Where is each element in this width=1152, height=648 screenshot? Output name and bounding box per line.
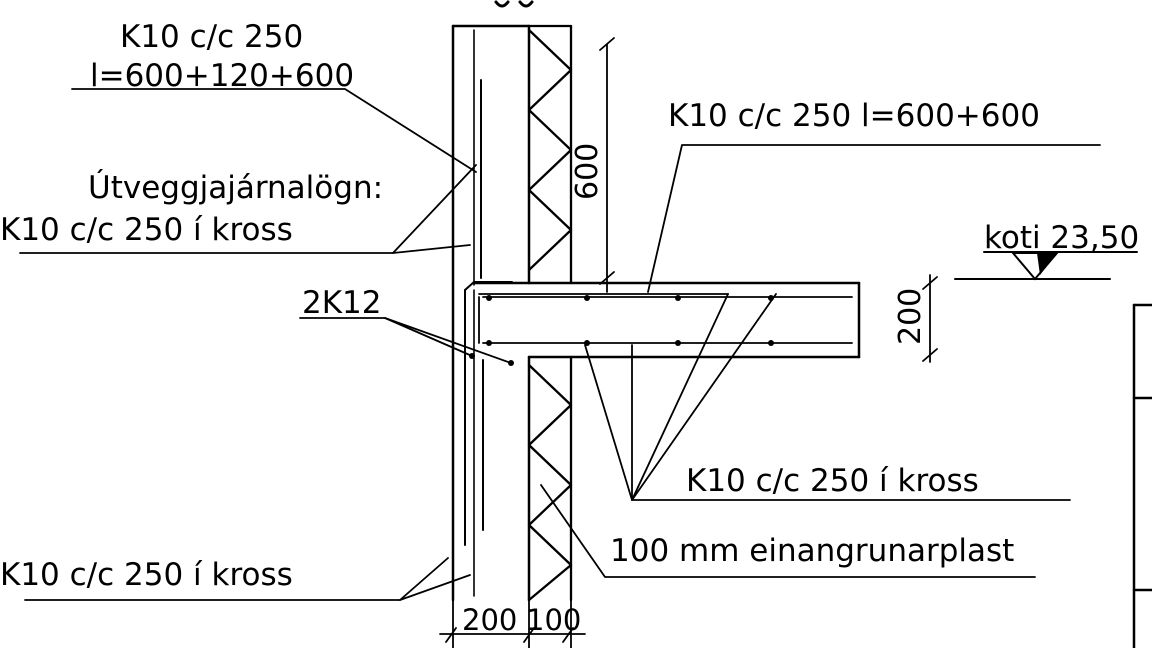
concrete-wall [451,24,531,602]
top-rebar-label-line2: l=600+120+600 [90,58,354,94]
wall-thickness-dimension: 200 [462,603,517,637]
outer-wall-rebar-label: K10 c/c 250 í kross [0,212,293,248]
slab-rebar-dots [486,295,774,346]
insulation-label: 100 mm einangrunarplast [610,533,1014,569]
slab-top-rebar-label: K10 c/c 250 l=600+600 [668,98,1040,134]
dimension-slab [922,274,938,363]
corner-bars-label: 2K12 [302,285,382,321]
dimension-bottom [439,599,586,648]
anchorage-dimension: 600 [570,143,605,200]
level-label: koti 23,50 [984,220,1139,256]
top-rebar-label-line1: K10 c/c 250 [120,19,303,55]
insulation-layer [527,24,573,602]
insulation-thickness-dimension: 100 [526,603,581,637]
dimension-anchorage [599,37,615,293]
leader-lines [19,88,1101,601]
title-block-fragment [1132,303,1152,648]
slab-thickness-dimension: 200 [893,288,928,345]
outer-wall-title: Útveggjajárnalögn: [88,169,383,206]
slab-cross-rebar-label: K10 c/c 250 í kross [686,463,979,499]
cut-off-title-fragment [494,0,534,8]
corner-bar-dots [469,353,514,366]
wall-rebar [464,79,513,546]
slab-rebar [478,293,853,344]
inner-wall-rebar-label: K10 c/c 250 í kross [0,557,293,593]
level-marker [954,251,1138,281]
